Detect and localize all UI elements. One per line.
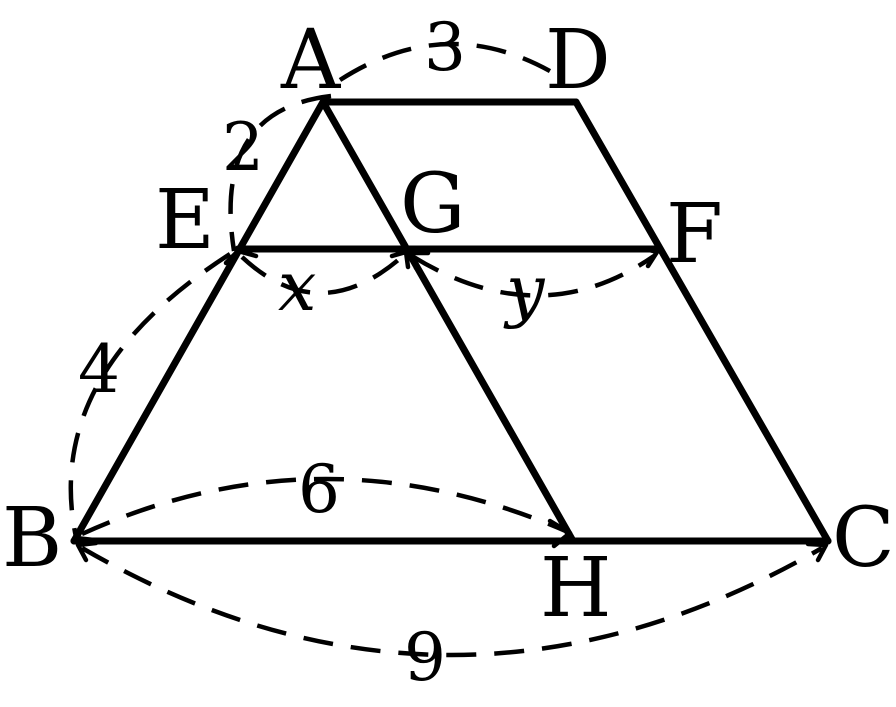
dimension-arc-ad [338, 41, 567, 82]
arrowhead-h [547, 518, 573, 549]
arrowhead-b-upper [73, 519, 97, 543]
segment-ab [70, 98, 327, 545]
length-label-bh: 6 [298, 451, 340, 528]
length-labels: 3 2 4 x y 6 9 [78, 9, 546, 696]
label-vertex-h: H [540, 541, 612, 636]
length-label-ae: 2 [222, 109, 264, 186]
dimension-arc-eb [68, 252, 232, 538]
arrowhead-f-right [638, 245, 660, 269]
length-label-bc: 9 [404, 619, 446, 696]
dimension-arc-eg [240, 253, 406, 296]
figure-edges [70, 98, 832, 545]
label-vertex-e: E [155, 173, 215, 268]
label-vertex-b: B [2, 491, 62, 586]
arrowhead-g-left [389, 249, 411, 270]
length-label-eb: 4 [78, 331, 120, 408]
dimension-arcs [68, 41, 824, 658]
vertex-labels: A D E G F B H C [2, 13, 895, 636]
label-vertex-a: A [280, 13, 342, 108]
segment-dc [572, 98, 832, 545]
dimension-arrowheads [73, 245, 829, 563]
dimension-arc-bc [80, 546, 824, 658]
dimension-arc-bh [81, 476, 569, 537]
length-label-ad: 3 [424, 9, 466, 86]
segment-ah [319, 98, 577, 545]
arrowhead-c [805, 541, 829, 563]
label-vertex-c: C [832, 491, 895, 586]
length-label-gf: y [503, 252, 546, 331]
label-vertex-g: G [400, 157, 466, 252]
label-vertex-f: F [666, 187, 723, 282]
arrowhead-g-right [409, 250, 431, 271]
length-label-eg: x [278, 248, 316, 327]
label-vertex-d: D [545, 13, 611, 108]
arrowhead-e-left [223, 248, 259, 266]
arrowhead-b-lower [75, 540, 99, 563]
dimension-arc-ae [228, 93, 332, 252]
